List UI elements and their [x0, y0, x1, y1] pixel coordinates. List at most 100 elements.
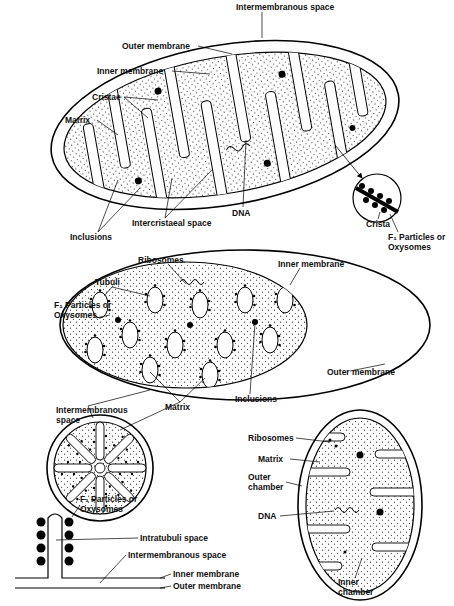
tubule	[101, 430, 138, 467]
leader-line	[296, 438, 330, 442]
tubule	[164, 329, 186, 358]
part-label: Inclusions	[70, 232, 128, 242]
leader-line	[250, 323, 255, 394]
leader-line	[290, 268, 300, 285]
tubule	[54, 461, 92, 475]
part-label: Intercristaeal space	[132, 218, 237, 228]
f1-particle	[372, 202, 378, 208]
inclusion	[263, 159, 271, 167]
part-label: Inner membrane	[97, 66, 175, 76]
dna-strand	[180, 280, 204, 285]
zoom-circle	[353, 174, 401, 222]
crista-fold	[224, 42, 251, 142]
leader-line	[97, 120, 118, 135]
tubuli	[84, 284, 296, 388]
inclusion	[154, 87, 162, 95]
mitochondrion-tubular	[60, 250, 430, 400]
crista-fold	[290, 562, 342, 570]
f1-particle	[37, 557, 46, 566]
inclusion	[278, 70, 286, 78]
cristae	[290, 433, 430, 570]
crista-fold	[83, 123, 110, 223]
part-label: F₁ Particles or Oxysomes	[388, 232, 452, 252]
ribosome	[329, 439, 332, 442]
f1-particle	[65, 557, 74, 566]
part-label: Matrix	[258, 454, 294, 464]
leader-line	[168, 264, 186, 284]
tubule	[84, 334, 106, 363]
inclusion	[115, 317, 121, 323]
leader-line	[104, 287, 150, 296]
tubule	[62, 430, 99, 467]
longitudinal-section	[290, 410, 430, 600]
outer-membrane	[47, 415, 153, 521]
f1-particle	[65, 544, 74, 553]
part-label: Tubuli	[95, 277, 131, 287]
leader-line	[165, 170, 212, 218]
outer-membrane	[60, 250, 430, 400]
crista-fold	[141, 108, 170, 218]
ribosome	[335, 445, 338, 448]
crista-fold	[290, 433, 345, 441]
part-label: Inner membrane	[278, 259, 356, 269]
crista-fold	[104, 69, 131, 169]
tubule	[119, 319, 141, 348]
part-label: Outer membrane	[173, 581, 255, 591]
tubule	[259, 324, 281, 353]
outer-membrane	[298, 410, 422, 600]
outer-membrane	[38, 16, 412, 235]
crista-zoom	[335, 145, 401, 222]
f1-particle	[37, 544, 46, 553]
crista-fold	[290, 468, 350, 476]
crista-fold	[372, 543, 430, 551]
part-label: Intermembranous space	[56, 405, 138, 425]
f1-particle	[368, 188, 374, 194]
f1-particle	[363, 197, 369, 203]
part-label: Inclusions	[235, 394, 293, 404]
dna-strand	[226, 143, 251, 153]
leader-line	[120, 372, 205, 430]
tubule	[189, 289, 211, 318]
tubule	[214, 329, 236, 358]
f1-particle	[65, 531, 74, 540]
part-label: Matrix	[165, 402, 205, 412]
leader-line	[390, 214, 398, 232]
leader-line	[100, 555, 126, 583]
centre	[95, 463, 105, 473]
part-label: Crista	[366, 219, 406, 229]
crista-fold	[290, 525, 350, 533]
part-label: Matrix	[65, 115, 105, 125]
inclusion	[349, 124, 356, 131]
part-label: Ribosomes	[248, 433, 300, 443]
part-label: DNA	[232, 208, 262, 218]
part-label: Inner membrane	[173, 569, 255, 579]
inclusion	[134, 177, 142, 185]
leader-line	[56, 538, 138, 540]
part-label: Outer chamber	[248, 472, 290, 492]
leader-line	[280, 511, 334, 516]
tubule	[199, 359, 221, 388]
leader-line	[262, 12, 263, 38]
leader-line	[286, 482, 302, 486]
f1-particle	[386, 198, 392, 204]
part-label: Outer membrane	[327, 367, 405, 377]
crista-fold	[162, 53, 190, 158]
leader-line	[378, 212, 380, 219]
crista-fold	[201, 100, 229, 205]
inner-membrane-line	[15, 514, 165, 578]
leader-line	[172, 71, 210, 74]
ribosome	[344, 551, 347, 554]
part-label: DNA	[258, 511, 288, 521]
inclusion	[377, 509, 384, 516]
part-label: F₁ Particles or Oxysomes	[80, 494, 144, 514]
part-label: Inner chamber	[338, 577, 380, 597]
inner-membrane	[63, 262, 307, 388]
crista-fold	[345, 36, 369, 117]
tubule	[234, 284, 256, 313]
crista-fold	[370, 488, 430, 496]
leader-line	[243, 140, 246, 207]
f1-particle	[65, 518, 74, 527]
inner-membrane	[54, 422, 146, 514]
mitochondrion-top	[38, 16, 412, 235]
part-label: Intratubuli space	[140, 533, 232, 543]
